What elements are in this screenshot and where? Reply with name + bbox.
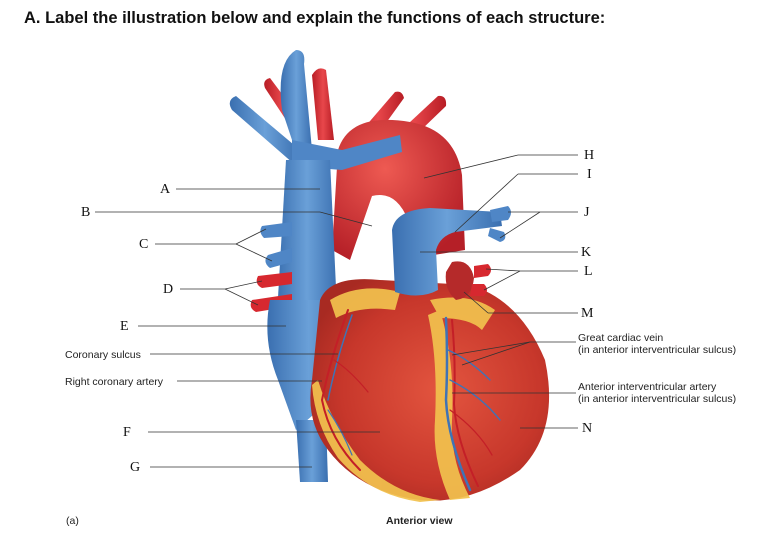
label-coronary-sulcus: Coronary sulcus [65,349,141,361]
label-anterior-interventricular-artery-location: (in anterior interventricular sulcus) [578,393,736,405]
label-L: L [584,264,593,279]
label-J: J [584,205,590,220]
label-B: B [81,205,90,220]
label-M: M [581,306,594,321]
leader-lines [95,154,578,468]
label-anterior-interventricular-artery: Anterior interventricular artery [578,381,717,393]
left-atrium-auricle [445,261,474,300]
label-right-coronary-artery: Right coronary artery [65,376,164,388]
label-great-cardiac-vein: Great cardiac vein [578,332,663,344]
pulmonary-trunk [392,208,502,296]
superior-vena-cava [229,50,402,332]
right-pulmonary-veins [260,222,292,268]
figure-letter: (a) [66,515,79,527]
label-A: A [160,182,171,197]
left-pulmonary-artery-lower [488,228,506,242]
left-pulmonary-veins [470,264,491,296]
label-great-cardiac-vein-location: (in anterior interventricular sulcus) [578,344,736,356]
label-H: H [584,148,594,163]
label-K: K [581,245,591,260]
ventricles [310,279,550,501]
figure-caption: Anterior view [386,515,453,527]
label-E: E [120,319,129,334]
label-F: F [123,425,131,440]
label-I: I [587,167,592,182]
label-C: C [139,237,148,252]
label-G: G [130,460,140,475]
coronary-vessels [320,309,501,492]
label-D: D [163,282,173,297]
label-N: N [582,421,592,436]
left-pulmonary-artery [490,206,511,222]
worksheet-heading: A. Label the illustration below and expl… [24,9,606,27]
